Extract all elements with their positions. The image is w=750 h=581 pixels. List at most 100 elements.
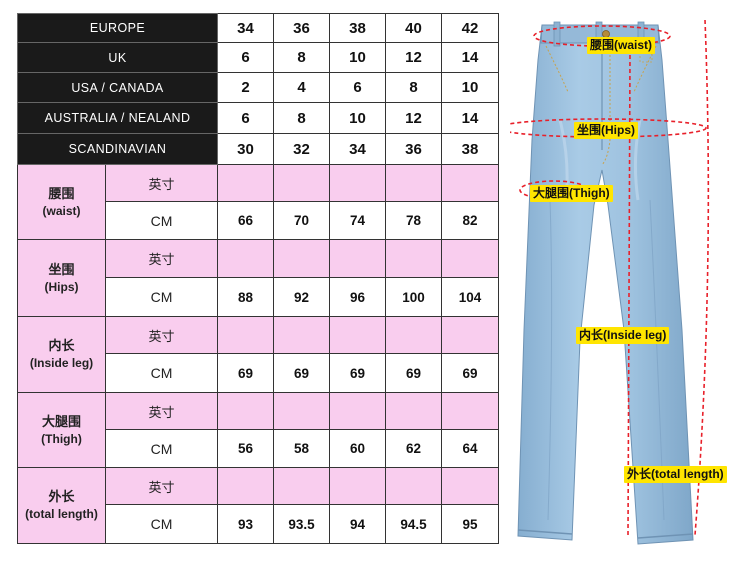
- region-label: USA / CANADA: [17, 72, 218, 103]
- size-value: 10: [329, 102, 386, 134]
- inch-cell: [273, 392, 330, 430]
- cm-value: 69: [329, 353, 386, 393]
- unit-inch: 英寸: [105, 316, 218, 354]
- cm-value: 69: [441, 353, 499, 393]
- size-value: 6: [217, 102, 274, 134]
- label-inside-leg: 内长(Inside leg): [576, 327, 670, 344]
- inch-cell: [217, 392, 274, 430]
- cm-value: 100: [385, 277, 442, 317]
- inch-cell: [217, 316, 274, 354]
- inch-cell: [385, 239, 442, 278]
- cm-value: 88: [217, 277, 274, 317]
- cm-value: 60: [329, 429, 386, 468]
- region-label: EUROPE: [17, 13, 218, 43]
- cm-value: 104: [441, 277, 499, 317]
- measurement-zh: 坐围: [48, 261, 75, 277]
- cm-value: 78: [385, 201, 442, 240]
- measurement-en: (total length): [25, 507, 98, 521]
- inside-leg-cm-row: CM 69 69 69 69 69: [18, 353, 499, 393]
- unit-cm: CM: [105, 429, 218, 468]
- cm-value: 56: [217, 429, 274, 468]
- measurement-en: (waist): [42, 203, 81, 218]
- size-value: 14: [441, 102, 499, 134]
- cm-value: 66: [217, 201, 274, 240]
- cm-value: 74: [329, 201, 386, 240]
- size-value: 34: [329, 133, 386, 165]
- inch-cell: [329, 316, 386, 354]
- region-label: SCANDINAVIAN: [17, 133, 218, 165]
- size-value: 14: [441, 42, 499, 73]
- measurement-en: (Hips): [44, 279, 79, 294]
- inch-cell: [273, 316, 330, 354]
- inch-cell: [329, 164, 386, 202]
- cm-value: 58: [273, 429, 330, 468]
- cm-value: 93.5: [273, 504, 330, 544]
- measurement-zh: 大腿围: [41, 413, 81, 429]
- unit-inch: 英寸: [105, 239, 218, 278]
- size-value: 10: [441, 72, 499, 103]
- thigh-inch-row: 大腿围 (Thigh) 英寸: [17, 392, 499, 468]
- measurement-name-waist: 腰围 (waist): [17, 164, 106, 240]
- size-value: 32: [273, 133, 330, 165]
- size-value: 4: [273, 72, 330, 103]
- label-total-length: 外长(total length): [624, 466, 727, 483]
- cm-value: 62: [385, 429, 442, 468]
- size-value: 42: [441, 13, 499, 43]
- cm-value: 96: [329, 277, 386, 317]
- label-waist: 腰围(waist): [587, 37, 656, 54]
- size-value: 36: [273, 13, 330, 43]
- unit-inch: 英寸: [105, 164, 218, 202]
- total-length-cm-row: CM 93 93.5 94 94.5 95: [18, 504, 499, 544]
- measurement-name-thigh: 大腿围 (Thigh): [17, 392, 106, 468]
- cm-value: 82: [441, 201, 499, 240]
- inch-cell: [385, 467, 442, 505]
- unit-cm: CM: [105, 201, 218, 240]
- hips-cm-row: CM 88 92 96 100 104: [18, 277, 499, 317]
- size-row-europe: EUROPE 34 36 38 40 42: [17, 13, 499, 43]
- size-value: 8: [385, 72, 442, 103]
- thigh-cm-row: CM 56 58 60 62 64: [18, 429, 499, 468]
- size-value: 8: [273, 102, 330, 134]
- cm-value: 69: [217, 353, 274, 393]
- unit-cm: CM: [105, 277, 218, 317]
- cm-value: 69: [385, 353, 442, 393]
- measurement-en: (Inside leg): [29, 356, 94, 370]
- inch-cell: [385, 164, 442, 202]
- region-label: UK: [17, 42, 218, 73]
- measurement-name-hips: 坐围 (Hips): [17, 239, 106, 317]
- unit-inch: 英寸: [105, 467, 218, 505]
- unit-inch: 英寸: [105, 392, 218, 430]
- size-row-scandinavian: SCANDINAVIAN 30 32 34 36 38: [17, 133, 499, 165]
- inch-cell: [441, 164, 499, 202]
- size-value: 8: [273, 42, 330, 73]
- cm-value: 94.5: [385, 504, 442, 544]
- inch-cell: [273, 467, 330, 505]
- measurement-zh: 腰围: [48, 185, 75, 201]
- size-value: 10: [329, 42, 386, 73]
- inch-cell: [441, 239, 499, 278]
- size-row-uk: UK 6 8 10 12 14: [17, 42, 499, 73]
- size-value: 30: [217, 133, 274, 165]
- size-value: 2: [217, 72, 274, 103]
- inch-cell: [441, 392, 499, 430]
- inch-cell: [217, 467, 274, 505]
- waist-inch-row: 腰围 (waist) 英寸: [17, 164, 499, 240]
- inch-cell: [441, 467, 499, 505]
- inch-cell: [385, 392, 442, 430]
- measurement-zh: 内长: [48, 338, 75, 353]
- inch-cell: [217, 164, 274, 202]
- size-value: 12: [385, 42, 442, 73]
- cm-value: 92: [273, 277, 330, 317]
- inch-cell: [329, 392, 386, 430]
- hips-inch-row: 坐围 (Hips) 英寸: [17, 239, 499, 317]
- size-value: 6: [329, 72, 386, 103]
- inch-cell: [273, 239, 330, 278]
- jeans-measurement-figure: 腰围(waist) 坐围(Hips) 大腿围(Thigh) 内长(Inside …: [497, 0, 750, 576]
- size-chart-table: EUROPE 34 36 38 40 42 UK 6 8 10 12 14 US…: [17, 13, 499, 544]
- cm-value: 95: [441, 504, 499, 544]
- measurement-name-inside-leg: 内长 (Inside leg): [17, 316, 106, 393]
- size-row-usa: USA / CANADA 2 4 6 8 10: [17, 72, 499, 103]
- region-label: AUSTRALIA / NEALAND: [17, 102, 218, 134]
- cm-value: 69: [273, 353, 330, 393]
- size-value: 36: [385, 133, 442, 165]
